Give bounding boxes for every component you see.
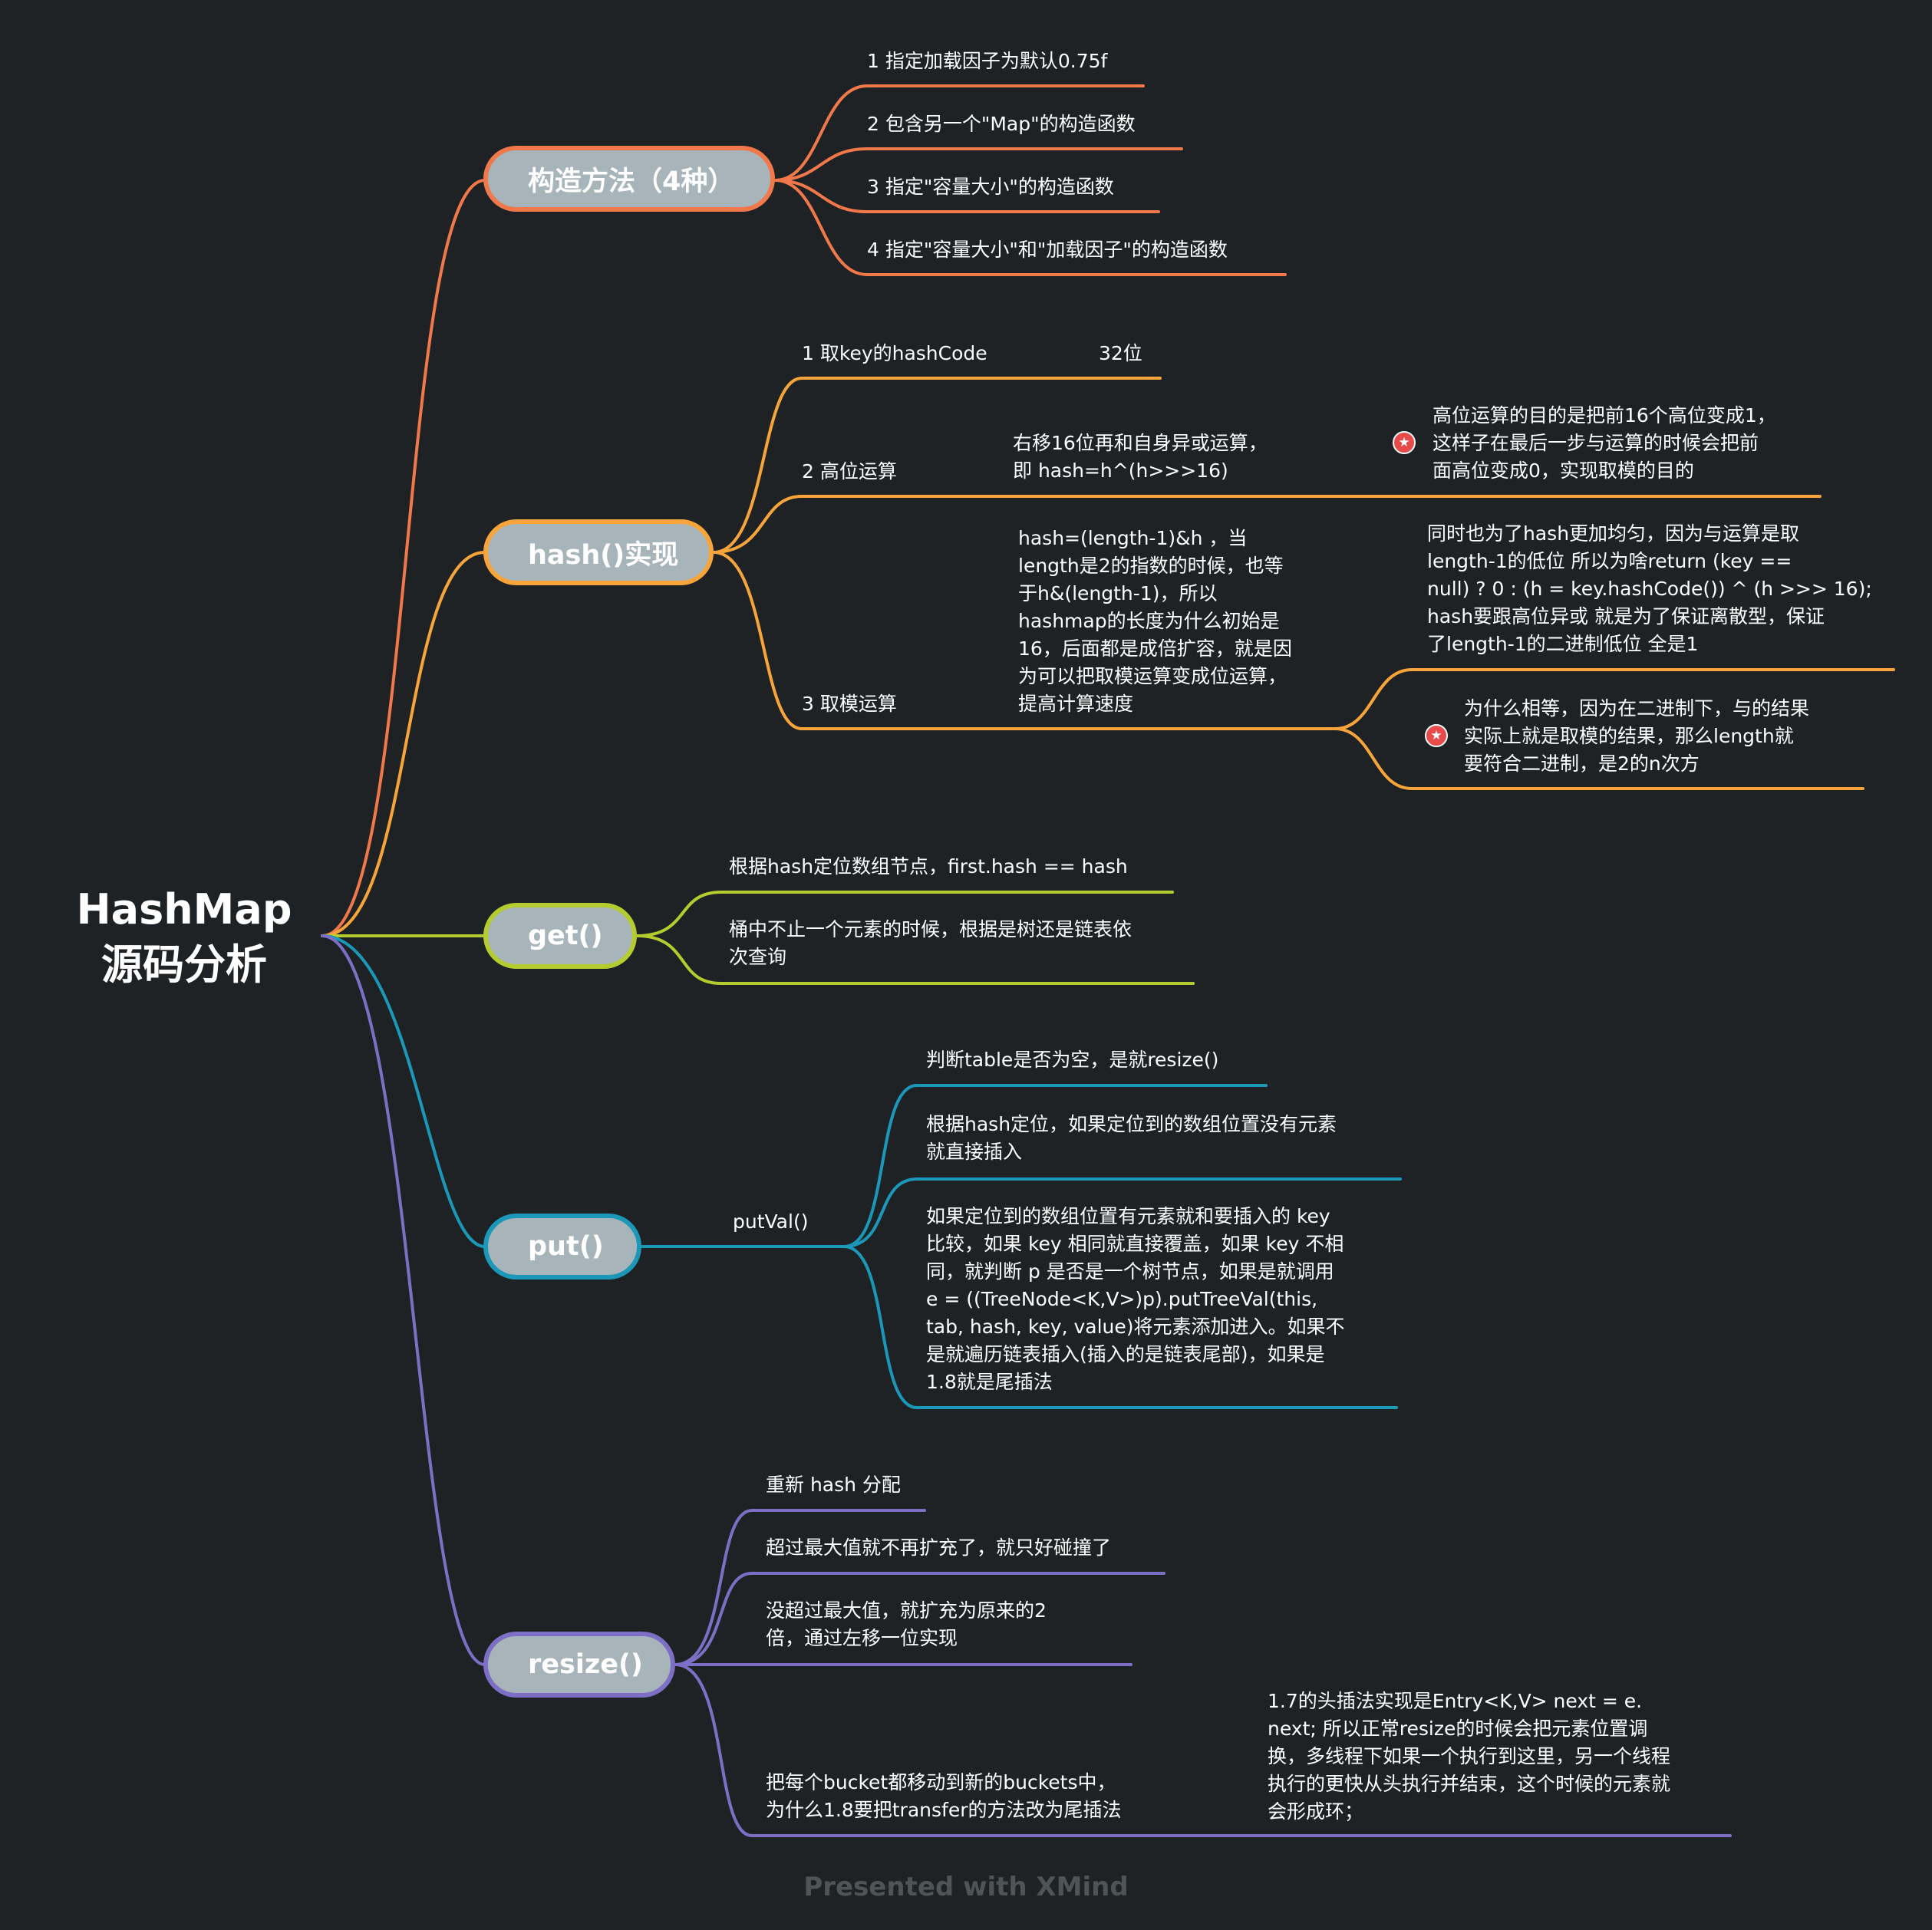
branch-resize[interactable]: resize() (483, 1632, 675, 1698)
branch-hash[interactable]: hash()实现 (483, 519, 714, 585)
put-item-1[interactable]: 判断table是否为空，是就resize() (926, 1049, 1219, 1071)
branch-put-label: put() (528, 1231, 604, 1262)
resize-item-2[interactable]: 超过最大值就不再扩充了，就只好碰撞了 (766, 1536, 1112, 1559)
put-method[interactable]: putVal() (733, 1210, 809, 1233)
branch-get[interactable]: get() (483, 903, 637, 969)
connector-root-resize (321, 934, 486, 1666)
root-topic[interactable]: HashMap 源码分析 (61, 882, 307, 993)
branch-constructors[interactable]: 构造方法（4种） (483, 146, 775, 212)
hash-step-2-desc: 右移16位再和自身异或运算， 即 hash=h^(h>>>16) (1013, 432, 1268, 482)
get-item-2[interactable]: 桶中不止一个元素的时候，根据是树还是链表依 次查询 (729, 918, 1132, 968)
hash-step-2-starred-note[interactable]: 高位运算的目的是把前16个高位变成1， 这样子在最后一步与运算的时候会把前 面高… (1433, 404, 1776, 482)
branch-put[interactable]: put() (483, 1214, 641, 1280)
hash-step-3-desc: hash=(length-1)&h ，当 length是2的指数的时候，也等 于… (1018, 527, 1292, 715)
hash-step-1[interactable]: 1 取key的hashCode (802, 342, 987, 364)
branch-resize-label: resize() (528, 1649, 643, 1680)
star-icon: ★ (1425, 724, 1448, 747)
star-icon: ★ (1393, 431, 1416, 454)
root-title-line1: HashMap (76, 885, 292, 934)
ctor-item-4[interactable]: 4 指定"容量大小"和"加载因子"的构造函数 (867, 239, 1228, 261)
get-item-1[interactable]: 根据hash定位数组节点，first.hash == hash (729, 855, 1128, 878)
resize-item-4-detail[interactable]: 1.7的头插法实现是Entry<K,V> next = e. next; 所以正… (1268, 1690, 1671, 1823)
ctor-item-1[interactable]: 1 指定加载因子为默认0.75f (867, 50, 1108, 72)
branch-constructors-label: 构造方法（4种） (528, 166, 735, 197)
put-item-2[interactable]: 根据hash定位，如果定位到的数组位置没有元素 就直接插入 (926, 1113, 1337, 1163)
branch-hash-label: hash()实现 (528, 539, 679, 571)
resize-item-3[interactable]: 没超过最大值，就扩充为原来的2 倍，通过左移一位实现 (766, 1599, 1047, 1649)
ctor-item-2[interactable]: 2 包含另一个"Map"的构造函数 (867, 113, 1136, 135)
watermark: Presented with XMind (803, 1872, 1129, 1902)
connector-root-hash (321, 551, 486, 937)
hash-step-3-starred-note[interactable]: 为什么相等，因为在二进制下，与的结果 实际上就是取模的结果，那么length就 … (1464, 697, 1810, 775)
hash-step-3[interactable]: 3 取模运算 (802, 693, 897, 715)
put-item-3[interactable]: 如果定位到的数组位置有元素就和要插入的 key 比较，如果 key 相同就直接覆… (926, 1205, 1345, 1393)
hash-step-3-note[interactable]: 同时也为了hash更加均匀，因为与运算是取 length-1的低位 所以为啥re… (1427, 522, 1872, 655)
resize-item-4[interactable]: 把每个bucket都移动到新的buckets中， 为什么1.8要把transfe… (766, 1771, 1122, 1821)
connector-root-ctor (321, 179, 486, 937)
connector-root-put (321, 934, 486, 1248)
hash-step-2[interactable]: 2 高位运算 (802, 460, 897, 482)
resize-item-1[interactable]: 重新 hash 分配 (766, 1474, 901, 1496)
root-title-line2: 源码分析 (101, 940, 267, 989)
hash-step-1-note: 32位 (1099, 342, 1142, 364)
ctor-item-3[interactable]: 3 指定"容量大小"的构造函数 (867, 176, 1114, 198)
branch-get-label: get() (528, 921, 603, 951)
